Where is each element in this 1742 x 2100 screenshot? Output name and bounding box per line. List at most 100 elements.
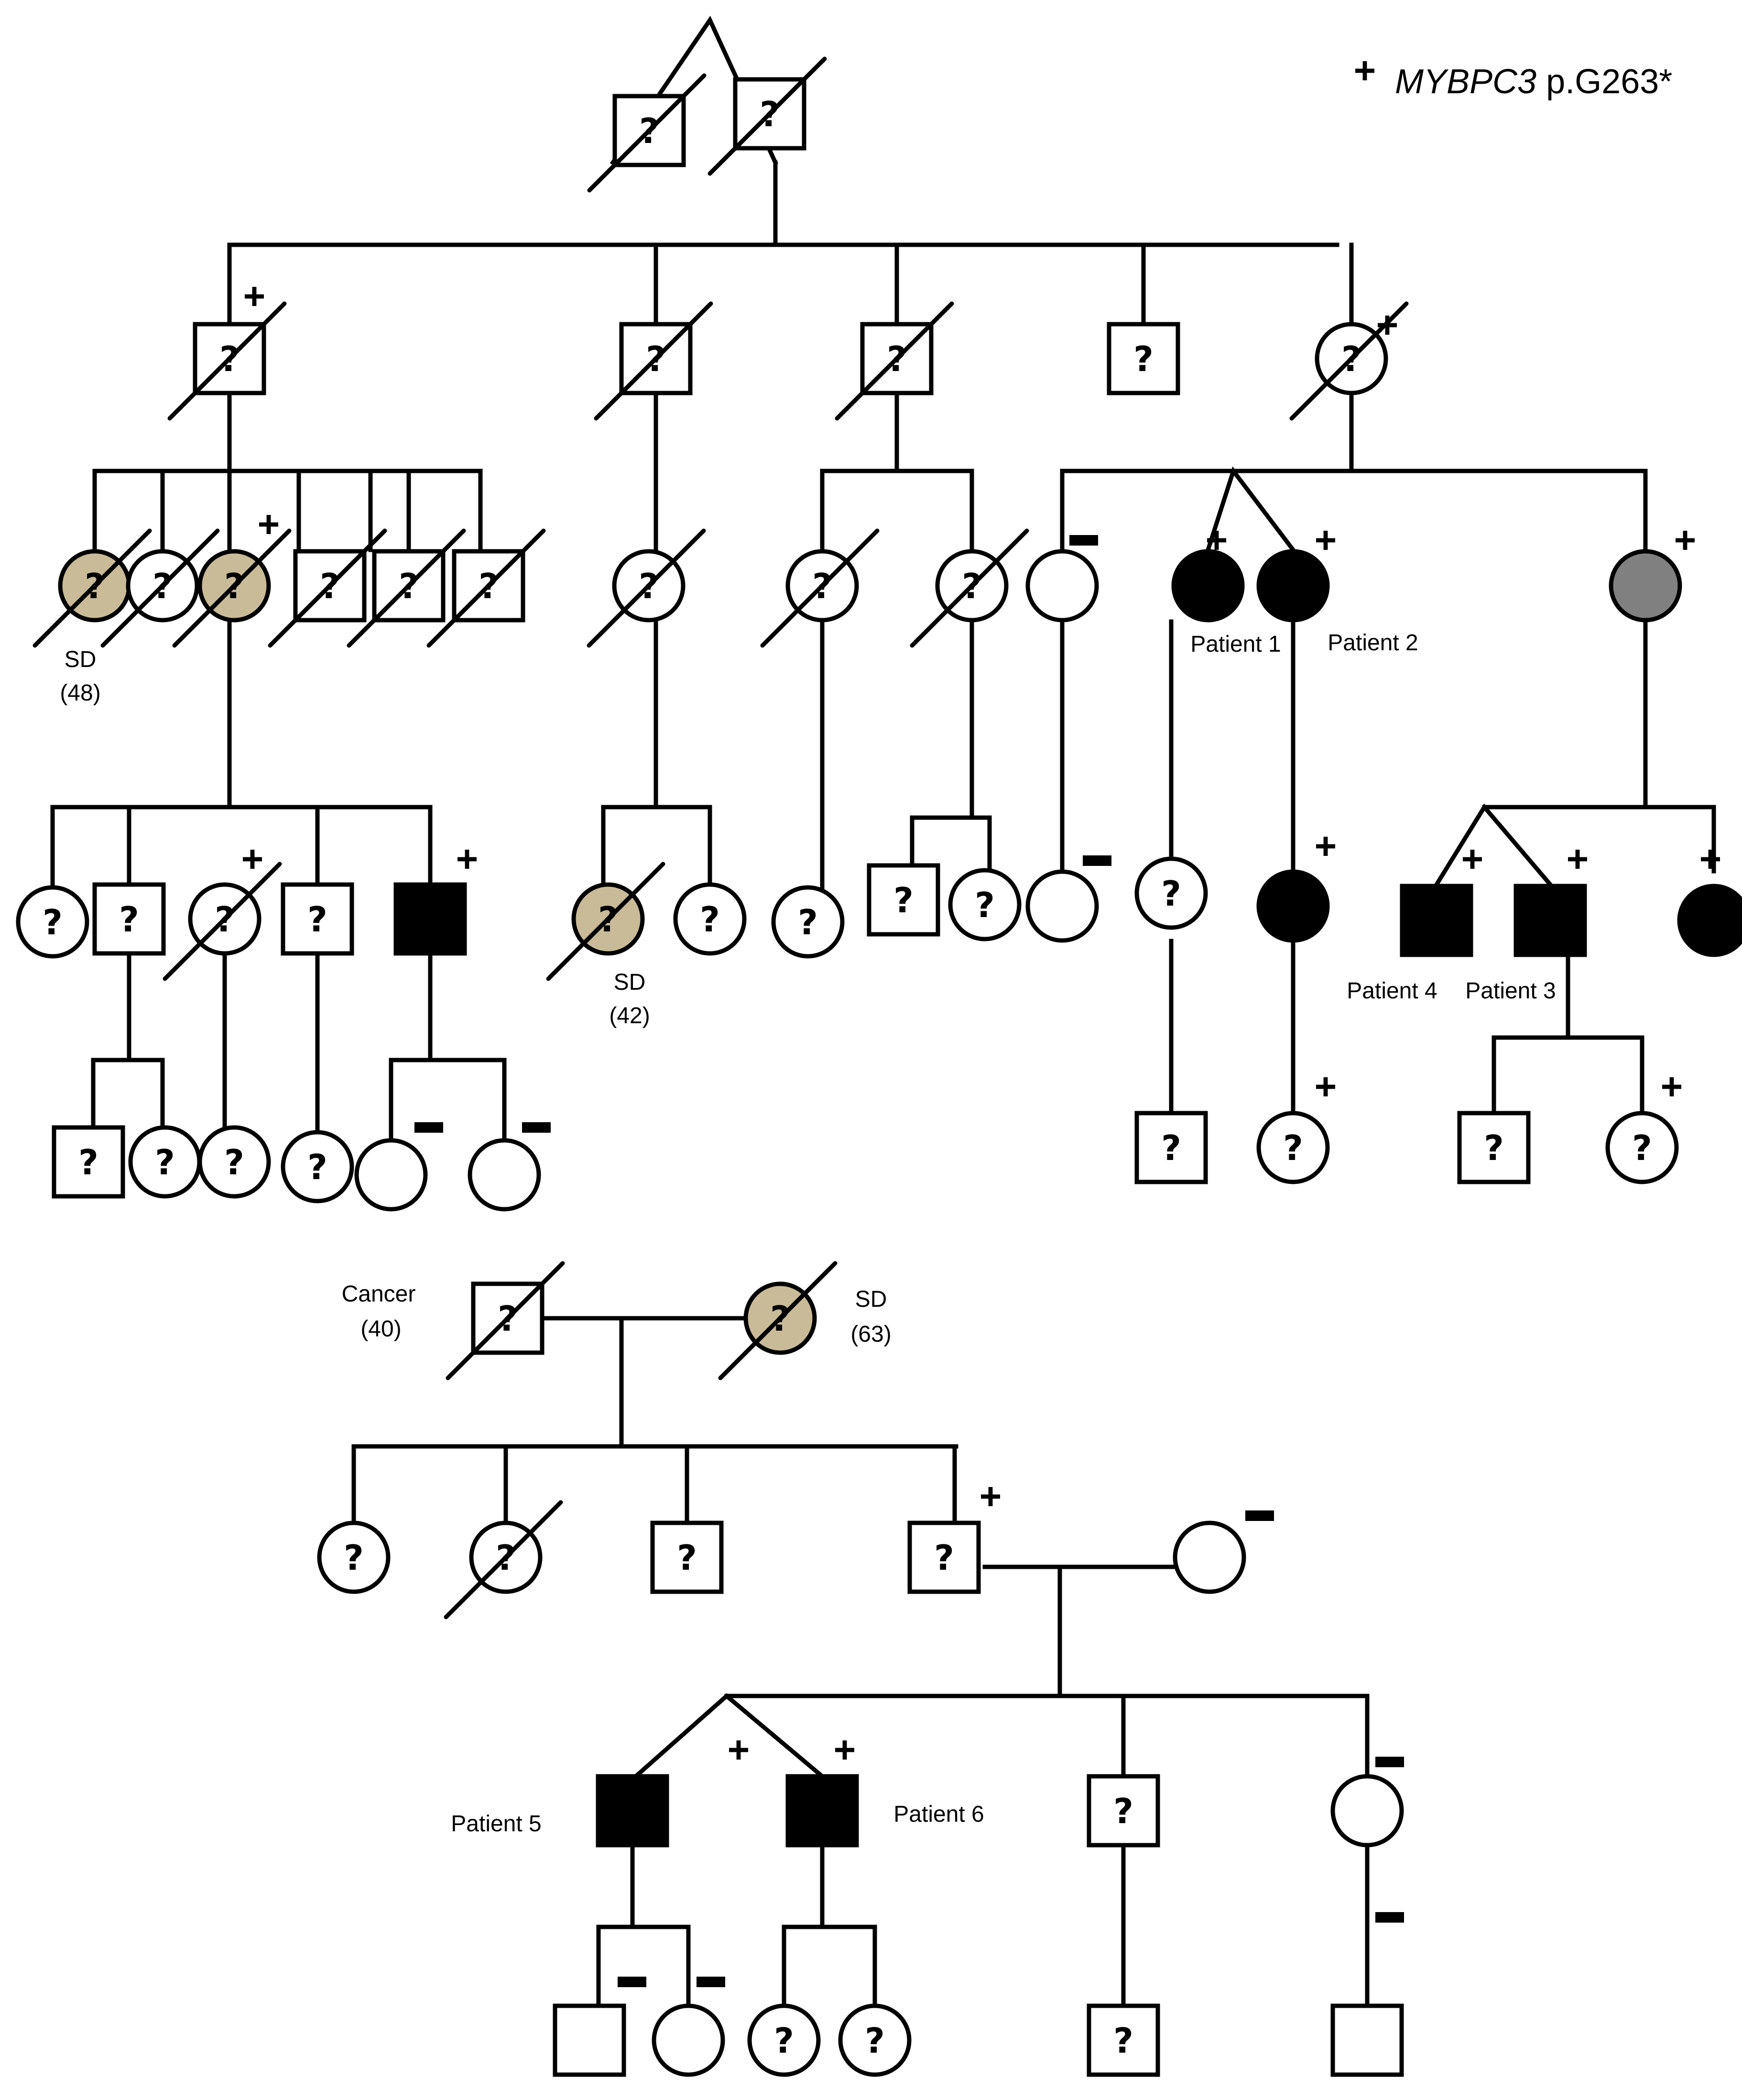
female-circle [747,2003,821,2077]
unknown-status-mark: ? [1161,1128,1181,1168]
male-square [1107,322,1180,395]
individual-b-ii-2: ? [444,1500,563,1619]
individual-iii-6: ? [426,528,546,648]
carrier-plus-icon [243,850,262,869]
individual-labels: SD (48) SD (42) Patient 1 Patient 2 Pati… [60,630,1556,1837]
carrier-plus-icon [245,287,264,306]
unknown-status-mark: ? [934,1538,954,1578]
unknown-status-mark: ? [1632,1128,1652,1168]
deceased-slash [268,528,387,648]
female-circle [948,868,1022,941]
female-circle [1677,884,1742,957]
deceased-slash [708,56,827,176]
individual-iv-3: ? [163,862,282,981]
non-carrier-minus-icon [1375,1912,1404,1923]
unknown-status-mark: ? [975,885,995,925]
label-patient-1: Patient 1 [1190,632,1281,657]
individual-b-ii-1: ? [317,1520,391,1594]
unknown-status-mark: ? [1133,339,1154,379]
male-square [52,1125,125,1199]
label-patient-6: Patient 6 [893,1802,984,1827]
deceased-slash [426,528,546,648]
male-square [596,1774,669,1848]
deceased-slash [172,528,292,648]
individual-b-iv-5: ? [1087,2003,1160,2077]
individual-iv-12: ? [1134,856,1208,930]
deceased-slash [446,1261,565,1380]
individual-v-5 [354,1138,428,1212]
individual-iii-7: ? [587,528,706,648]
individual-v-2: ? [128,1125,202,1199]
non-carrier-minus-icon [1083,855,1111,866]
individual-b-iv-2 [652,2003,725,2077]
female-circle [1256,549,1330,623]
unknown-status-mark: ? [119,899,139,940]
female-circle [652,2003,725,2077]
pedigree-individuals: ????????????????????????????????????????… [16,56,1742,2077]
deceased-slash [587,73,707,193]
female-circle [673,882,747,956]
deceased-slash [718,1261,838,1380]
male-square [393,882,467,956]
deceased-slash [594,301,713,421]
pedigree-line [632,1693,826,1780]
individual-b-ii-3: ? [650,1520,724,1594]
individual-iii-3: ? [172,528,292,648]
individual-v-3: ? [197,1125,271,1199]
non-carrier-minus-icon [414,1122,443,1133]
legend-gene: MYBPC3 [1395,63,1536,101]
label-sd-63: SD [855,1287,887,1312]
genotype-marks [243,287,1720,1987]
unknown-status-mark: ? [677,1538,697,1578]
carrier-plus-icon [1662,1077,1681,1096]
deceased-slash [587,528,706,648]
deceased-slash [835,301,954,421]
legend-variant: p.G263* [1536,63,1672,101]
female-circle [16,885,89,959]
individual-iii-4: ? [268,528,387,648]
non-carrier-minus-icon [618,1977,646,1987]
deceased-slash [167,301,287,421]
unknown-status-mark: ? [798,902,818,942]
individual-v-8: ? [1256,1111,1330,1184]
individual-iv-8: ? [771,885,845,959]
carrier-plus-icon [981,1487,1000,1506]
individual-b-iv-6 [1330,2003,1404,2077]
unknown-status-mark: ? [1113,2021,1133,2061]
individual-b-iv-1 [553,2003,626,2077]
deceased-slash [163,862,282,981]
carrier-plus-icon [1316,1077,1335,1096]
unknown-status-mark: ? [224,1142,244,1182]
individual-v-4: ? [281,1130,354,1203]
carrier-plus-icon [1316,531,1335,550]
individual-iv-6: ? [546,862,665,981]
individual-v-10: ? [1605,1111,1679,1184]
individual-patient-3 [1513,884,1587,957]
individual-b-iv-4: ? [838,2003,912,2077]
individual-v-1: ? [52,1125,125,1199]
individual-v-9: ? [1457,1111,1531,1184]
female-circle [1171,549,1245,623]
carrier-plus-icon [1463,850,1482,869]
individual-iv-7: ? [673,882,747,956]
label-sd-48-age: (48) [60,680,100,706]
individual-ii-1: ? [167,301,287,421]
non-carrier-minus-icon [522,1122,551,1133]
deceased-slash [444,1500,563,1619]
deceased-slash [760,528,880,648]
carrier-plus-icon [1701,850,1720,869]
unknown-status-mark: ? [344,1538,364,1578]
unknown-status-mark: ? [1283,1128,1303,1168]
individual-b-i-1: ? [446,1261,565,1380]
individual-patient-4 [1400,884,1473,957]
individual-iv-11 [1025,869,1099,943]
carrier-plus-icon [1316,837,1335,856]
male-square [1457,1111,1531,1184]
individual-iv-9: ? [867,863,940,937]
female-circle [1330,1774,1404,1848]
female-circle [1609,549,1682,623]
female-circle [1256,1111,1330,1184]
individual-iii-9: ? [910,528,1029,648]
female-circle [197,1125,271,1199]
individual-iii-8: ? [760,528,880,648]
